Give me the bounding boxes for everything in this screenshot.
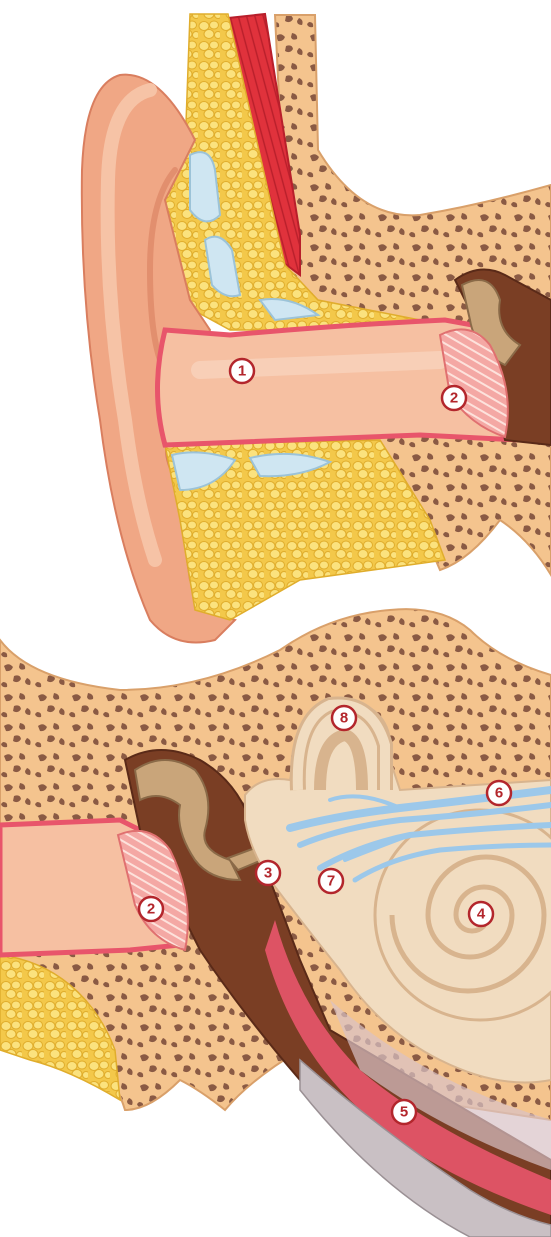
marker-8-semicircular-canals: 8 [332,706,356,730]
marker-5-eustachian-tube: 5 [392,1100,416,1124]
marker-7-vestibule: 7 [319,869,343,893]
marker-2-eardrum-lower: 2 [139,897,163,921]
svg-text:2: 2 [147,901,155,918]
svg-text:7: 7 [327,873,335,890]
svg-text:8: 8 [340,710,348,727]
svg-text:2: 2 [450,390,458,407]
upper-section [82,14,551,643]
svg-text:1: 1 [238,363,246,380]
svg-text:3: 3 [264,865,272,882]
svg-text:4: 4 [477,906,486,923]
marker-2-eardrum-upper: 2 [442,386,466,410]
svg-text:6: 6 [495,785,503,802]
marker-1-outer-ear-canal: 1 [230,359,254,383]
svg-text:5: 5 [400,1104,408,1121]
marker-6-auditory-nerve: 6 [487,781,511,805]
lower-section [0,609,551,1237]
marker-3-ossicles: 3 [256,861,280,885]
marker-4-cochlea: 4 [469,902,493,926]
